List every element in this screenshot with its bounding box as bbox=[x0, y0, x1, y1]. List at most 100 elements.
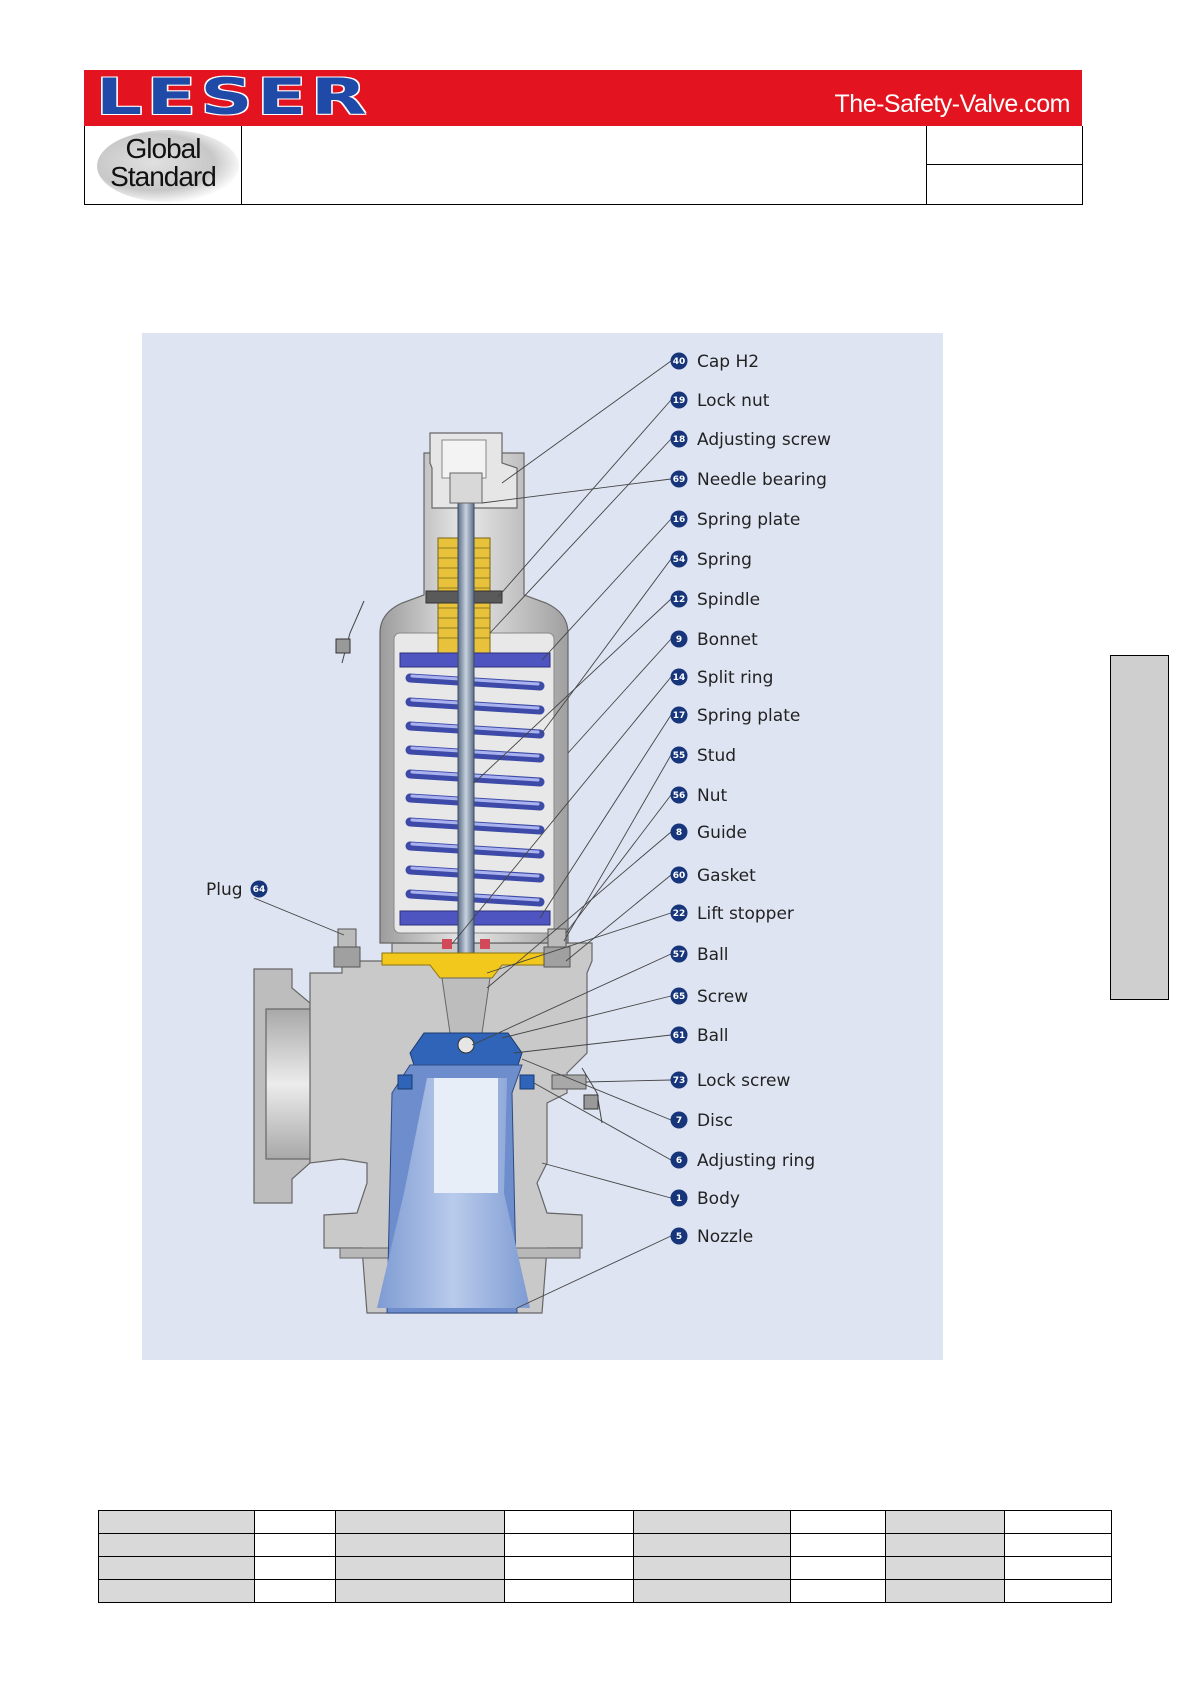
part-number-badge bbox=[670, 668, 688, 686]
leader-line bbox=[513, 1034, 672, 1054]
info-divider bbox=[927, 164, 1083, 165]
part-number: 73 bbox=[673, 1076, 686, 1086]
part-number-badge bbox=[670, 987, 688, 1005]
part-number-badge bbox=[670, 786, 688, 804]
leser-logo: LESER bbox=[96, 68, 372, 126]
leader-line bbox=[539, 714, 672, 919]
table-cell bbox=[1004, 1533, 1112, 1557]
part-label: Adjusting screw bbox=[697, 430, 831, 450]
part-number: 7 bbox=[676, 1116, 682, 1126]
table-cell bbox=[633, 1533, 791, 1557]
part-label: Ball bbox=[697, 1026, 729, 1046]
leader-line bbox=[473, 598, 672, 784]
part-label: Guide bbox=[697, 823, 747, 843]
leader-line bbox=[451, 676, 672, 945]
part-number: 55 bbox=[673, 751, 686, 761]
part-label: Spring plate bbox=[697, 706, 800, 726]
table-cell bbox=[504, 1510, 634, 1534]
part-number-badge bbox=[670, 945, 688, 963]
globe-icon bbox=[97, 130, 239, 202]
part-number: 12 bbox=[673, 595, 686, 605]
table-cell bbox=[633, 1510, 791, 1534]
table-cell bbox=[254, 1556, 336, 1580]
part-number: 19 bbox=[673, 396, 686, 406]
header-info-box: Global Standard bbox=[84, 126, 1083, 205]
part-number-badge bbox=[250, 880, 268, 898]
leader-line bbox=[565, 874, 672, 962]
table-cell bbox=[98, 1579, 255, 1603]
table-cell bbox=[1004, 1510, 1112, 1534]
table-cell bbox=[335, 1510, 505, 1534]
part-label: Stud bbox=[697, 746, 736, 766]
part-label: Split ring bbox=[697, 668, 773, 688]
part-number: 56 bbox=[673, 791, 686, 801]
part-number: 9 bbox=[676, 635, 682, 645]
leader-line bbox=[486, 831, 672, 989]
side-tab bbox=[1110, 655, 1169, 1000]
leader-line bbox=[585, 1079, 672, 1083]
website-label: The-Safety-Valve.com bbox=[834, 90, 1071, 118]
table-row bbox=[98, 1533, 1112, 1557]
part-label: Disc bbox=[697, 1111, 733, 1131]
leader-line bbox=[541, 518, 672, 661]
part-callout: 54 Spring bbox=[670, 550, 752, 570]
part-callout: 73 Lock screw bbox=[670, 1071, 790, 1091]
table-cell bbox=[633, 1556, 791, 1580]
leader-line bbox=[541, 558, 672, 734]
table-cell bbox=[335, 1533, 505, 1557]
part-callout: 17 Spring plate bbox=[670, 706, 800, 726]
table-cell bbox=[335, 1579, 505, 1603]
part-number: 60 bbox=[673, 871, 686, 881]
part-number: 1 bbox=[676, 1194, 682, 1204]
part-number: 65 bbox=[673, 992, 686, 1002]
part-label: Spring plate bbox=[697, 510, 800, 530]
part-number-badge bbox=[670, 746, 688, 764]
global-standard-badge: Global Standard bbox=[85, 126, 242, 204]
leader-line bbox=[471, 953, 672, 1046]
valve-body-drawing bbox=[253, 432, 603, 1314]
table-row bbox=[98, 1579, 1112, 1603]
part-label: Lock screw bbox=[697, 1071, 790, 1091]
table-row bbox=[98, 1510, 1112, 1534]
part-number-badge bbox=[670, 391, 688, 409]
table-cell bbox=[885, 1556, 1005, 1580]
part-number: 40 bbox=[673, 357, 686, 367]
leader-line bbox=[516, 1235, 672, 1309]
table-cell bbox=[335, 1556, 505, 1580]
part-number: 6 bbox=[676, 1156, 682, 1166]
part-number-badge bbox=[670, 1111, 688, 1129]
table-cell bbox=[254, 1510, 336, 1534]
part-number-badge bbox=[670, 630, 688, 648]
part-number: 17 bbox=[673, 711, 686, 721]
part-label: Spring bbox=[697, 550, 752, 570]
leader-line bbox=[565, 794, 672, 934]
part-number: 64 bbox=[253, 885, 266, 895]
badge-line-1: Global bbox=[125, 133, 202, 164]
leader-lines bbox=[253, 360, 672, 1309]
part-callout: 19 Lock nut bbox=[670, 391, 770, 411]
part-number-badge bbox=[670, 470, 688, 488]
part-label: Body bbox=[697, 1189, 740, 1209]
part-number: 54 bbox=[673, 555, 686, 565]
table-cell bbox=[885, 1510, 1005, 1534]
table-cell bbox=[98, 1510, 255, 1534]
part-label: Cap H2 bbox=[697, 352, 759, 372]
leader-line bbox=[533, 1082, 672, 1161]
table-cell bbox=[254, 1579, 336, 1603]
part-label: Lock nut bbox=[697, 391, 770, 411]
leader-line bbox=[501, 360, 672, 484]
